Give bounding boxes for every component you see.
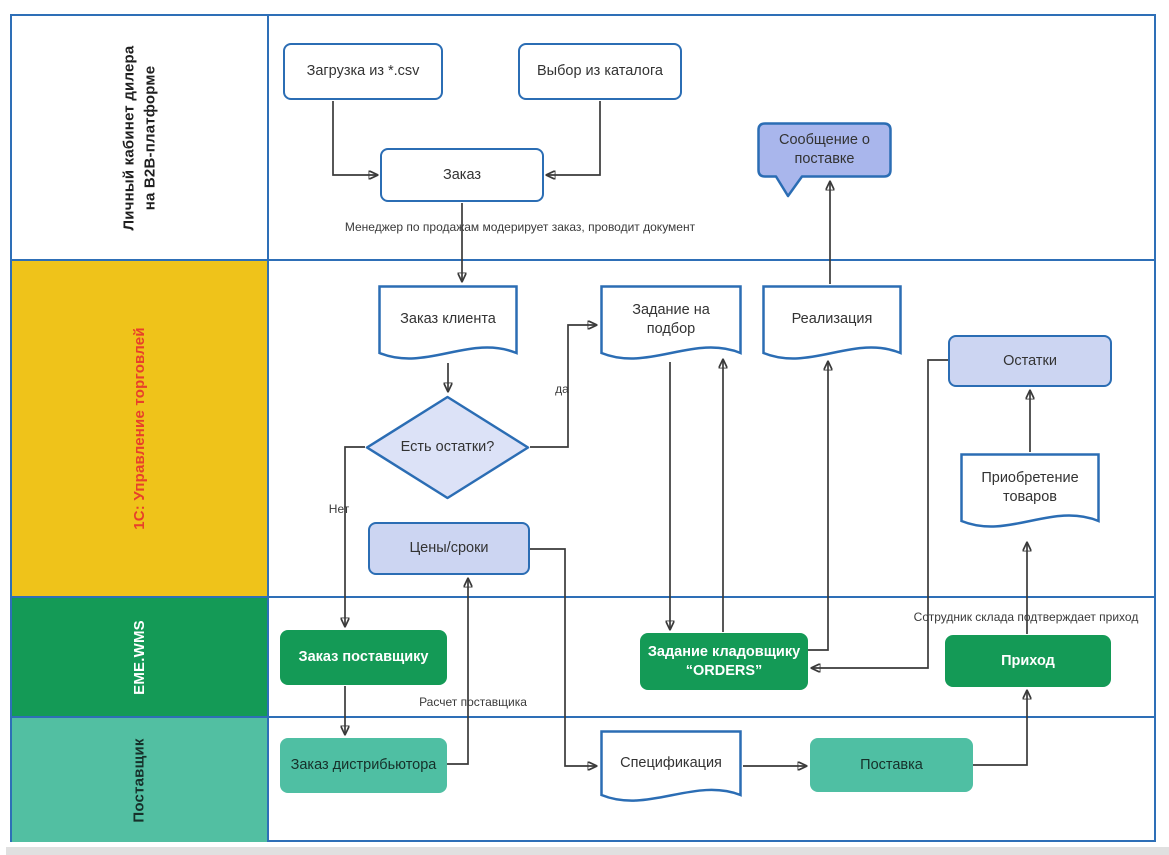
node-csv-upload[interactable]: Загрузка из *.csv (283, 43, 443, 100)
lane-header-wms: EME.WMS (12, 598, 267, 716)
lane-divider-1 (12, 259, 1156, 261)
document-shape (762, 285, 902, 360)
document-shape (960, 453, 1100, 528)
node-catalog-pick[interactable]: Выбор из каталога (518, 43, 682, 100)
node-client-order[interactable]: Заказ клиента (378, 285, 518, 370)
node-label: Реализация (791, 311, 873, 328)
node-specification[interactable]: Спецификация (600, 730, 742, 812)
connector-prices-to-specification (530, 548, 596, 766)
node-order[interactable]: Заказ (380, 148, 544, 202)
node-stock[interactable]: Остатки (948, 335, 1112, 387)
connector-catalog-to-order (547, 101, 601, 175)
node-distributor-order[interactable]: Заказ дистрибьютора (280, 738, 447, 793)
node-label: Спецификация (620, 754, 722, 771)
callout-shape (757, 122, 892, 198)
document-shape (378, 285, 518, 360)
node-label: Цены/сроки (409, 540, 489, 557)
connector-check-no-to-supplier-order (345, 446, 365, 626)
node-supplier-order[interactable]: Заказ поставщику (280, 630, 447, 685)
lane-column-divider (267, 16, 269, 842)
node-label: Поставка (860, 756, 923, 773)
node-label: Задание кладовщику “ORDERS” (647, 644, 801, 679)
node-label: Есть остатки? (400, 439, 495, 456)
edge-label-moderation: Менеджер по продажам модерирует заказ, п… (344, 220, 696, 234)
lane-header-1c: 1С: Управление торговлей (12, 261, 267, 596)
edge-label-no: Нет (328, 502, 350, 516)
node-label: Приход (1001, 652, 1055, 669)
node-realization[interactable]: Реализация (762, 285, 902, 370)
lane-header-b2b: Личный кабинет дилера на B2B-платформе (12, 16, 267, 259)
node-warehouse-task[interactable]: Задание кладовщику “ORDERS” (640, 633, 808, 690)
node-label: Выбор из каталога (536, 63, 663, 80)
edge-label-warehouse-confirm: Сотрудник склада подтверждает приход (913, 610, 1139, 624)
node-label: Задание на подбор (632, 302, 710, 337)
edge-label-supplier-calc: Расчет поставщика (419, 695, 527, 709)
document-shape (600, 730, 742, 802)
node-prices-terms[interactable]: Цены/сроки (368, 522, 530, 575)
node-label: Заказ клиента (400, 311, 496, 328)
node-delivery-message[interactable]: Сообщение о поставке (757, 122, 892, 198)
connector-csv-to-order (332, 101, 377, 175)
edge-label-yes: да (555, 382, 569, 396)
connector-stock-to-warehouse-task (812, 359, 948, 668)
connector-delivery-to-receipt (973, 691, 1027, 766)
node-label: Заказ дистрибьютора (290, 757, 437, 774)
node-receipt[interactable]: Приход (945, 635, 1111, 687)
node-label: Заказ поставщику (298, 649, 429, 666)
lane-header-supplier: Поставщик (12, 718, 267, 842)
lane-divider-3 (12, 716, 1156, 718)
node-goods-purchase[interactable]: Приобретение товаров (960, 453, 1100, 538)
node-label: Загрузка из *.csv (306, 63, 420, 80)
connector-warehouse-task-to-realization (808, 362, 828, 651)
connector-distributor-order-to-prices (447, 579, 468, 765)
page-edge-shadow (6, 847, 1169, 855)
node-label: Заказ (442, 166, 482, 183)
node-label: Приобретение товаров (981, 470, 1079, 505)
lane-divider-2 (12, 596, 1156, 598)
decision-shape (365, 395, 530, 500)
node-label: Остатки (1003, 352, 1057, 369)
node-delivery[interactable]: Поставка (810, 738, 973, 792)
connector-check-yes-to-pick-task (530, 325, 596, 448)
document-shape (600, 285, 742, 360)
node-label: Сообщение о поставке (778, 132, 870, 167)
node-pick-task[interactable]: Задание на подбор (600, 285, 742, 370)
node-stock-check[interactable]: Есть остатки? (365, 395, 530, 500)
